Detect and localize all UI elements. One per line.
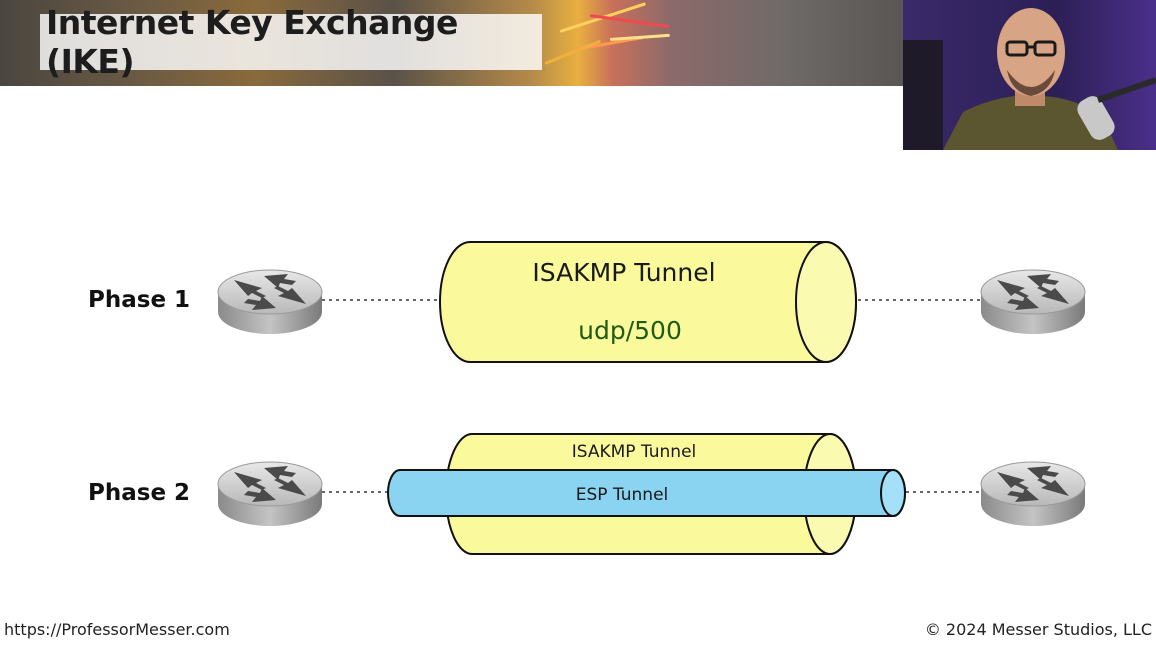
phase2-label: Phase 2 <box>88 480 191 506</box>
phase2-esp-tunnel <box>387 469 906 517</box>
phase1-tunnel-port: udp/500 <box>578 316 682 345</box>
phase2-esp-name: ESP Tunnel <box>576 485 669 505</box>
phase1-isakmp-tunnel <box>439 241 857 363</box>
footer-copyright: © 2024 Messer Studios, LLC <box>924 620 1152 639</box>
router-icon <box>217 461 323 527</box>
router-icon <box>980 269 1086 335</box>
page-title: Internet Key Exchange (IKE) <box>46 3 458 81</box>
router-icon <box>980 461 1086 527</box>
router-icon <box>217 269 323 335</box>
presenter-video-feed <box>903 0 1156 150</box>
footer-url-link[interactable]: https://ProfessorMesser.com <box>4 620 230 639</box>
phase1-label: Phase 1 <box>88 287 191 313</box>
phase1-tunnel-name: ISAKMP Tunnel <box>532 258 715 287</box>
title-box: Internet Key Exchange (IKE) <box>40 3 542 81</box>
phase2-isakmp-name: ISAKMP Tunnel <box>572 442 697 462</box>
presenter-image <box>903 0 1156 150</box>
